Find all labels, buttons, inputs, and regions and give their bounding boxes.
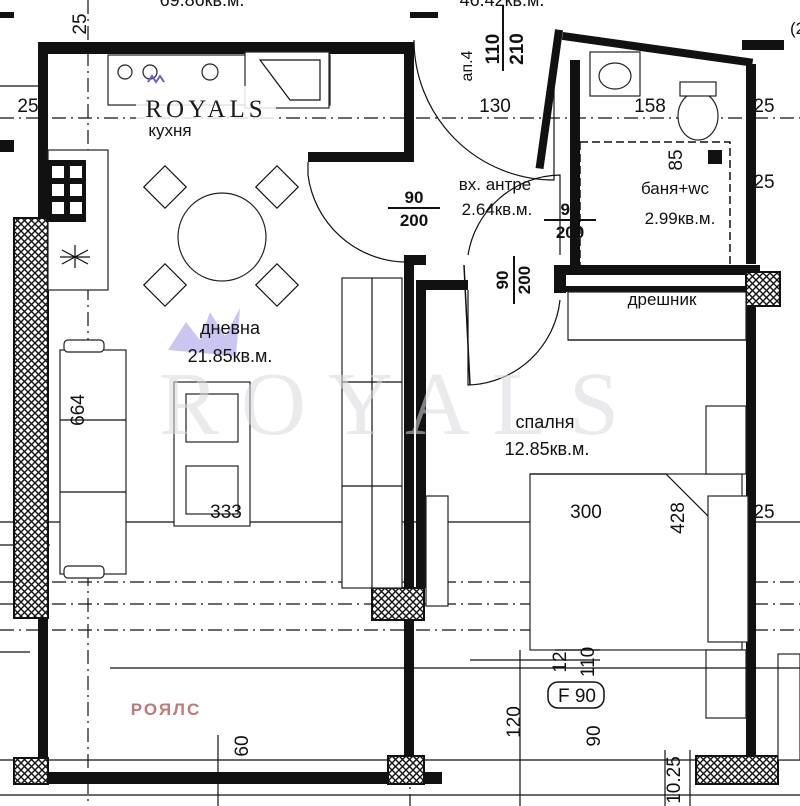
dining-table: [142, 164, 300, 308]
dim-25-right-1: 25: [753, 96, 774, 117]
logo-crown-icon: [136, 74, 276, 122]
neighbour-area-left: 69.86кв.м.: [160, 0, 245, 10]
dim-25-bottom-right: 25: [753, 502, 774, 523]
room-name-kitchen: кухня: [148, 121, 191, 140]
room-labels: кухня дневна 21.85кв.м. вх. антре 2.64кв…: [148, 121, 715, 459]
watermark: ROYALS: [159, 355, 641, 454]
corner-label: (2: [790, 19, 800, 38]
dim-12: 12: [550, 651, 571, 672]
dim-10-25: 10.25: [664, 756, 685, 804]
dim-158: 158: [634, 96, 666, 117]
crystal-icon: [168, 308, 240, 356]
dim-664: 664: [68, 394, 89, 426]
dim-428: 428: [668, 502, 689, 534]
window-marker: F 90: [547, 681, 605, 709]
svg-text:F 90: F 90: [558, 686, 596, 707]
dimension-labels: 25 25 130 158 25 25 85 664 333 300 428 2…: [17, 13, 774, 803]
room-area-bathroom: 2.99кв.м.: [645, 209, 716, 228]
dim-90: 90: [584, 725, 605, 746]
door-living-height: 200: [400, 211, 428, 230]
room-name-bedroom: спалня: [516, 412, 575, 432]
dim-333: 333: [210, 502, 242, 523]
dim-25-top-left: 25: [70, 13, 91, 34]
dim-130: 130: [479, 96, 511, 117]
door-closet-label: 90 200: [493, 256, 534, 304]
walls: [0, 12, 784, 785]
room-area-living: 21.85кв.м.: [188, 346, 273, 366]
dim-85: 85: [666, 149, 687, 170]
door-bath-height: 200: [556, 223, 584, 242]
svg-text:210: 210: [507, 33, 528, 65]
room-name-bathroom: баня+wc: [641, 179, 710, 198]
bathroom-fittings: [589, 51, 722, 164]
svg-text:110: 110: [483, 34, 504, 65]
dimension-markers: [0, 85, 800, 806]
apartment-number: ап.4: [459, 50, 476, 81]
door-living-width: 90: [405, 188, 424, 207]
logo-text: ROYALS: [145, 96, 266, 123]
door-main-label: 110 210: [483, 5, 528, 71]
bedroom-furniture: [425, 291, 800, 761]
stamp-text: РОЯЛС: [131, 700, 202, 719]
door-bath-width: 90: [561, 200, 580, 219]
dim-60: 60: [232, 735, 253, 756]
room-name-closet: дрешник: [628, 290, 697, 309]
svg-text:90: 90: [493, 271, 512, 290]
room-area-bedroom: 12.85кв.м.: [505, 439, 590, 459]
doors: [307, 39, 561, 386]
dim-25-right-2: 25: [753, 172, 774, 193]
room-name-living: дневна: [200, 318, 261, 338]
room-area-entrance: 2.64кв.м.: [462, 200, 533, 219]
door-labels: 110 210 90 200 90 200 90 200: [388, 5, 596, 304]
dim-25-left: 25: [17, 96, 38, 117]
living-furniture: [59, 277, 403, 589]
dim-120: 120: [504, 706, 525, 738]
room-name-entrance: вх. антре: [459, 175, 532, 194]
svg-text:200: 200: [515, 266, 534, 294]
brand-logo: ROYALS: [136, 74, 276, 123]
dim-300: 300: [570, 502, 602, 523]
dim-110: 110: [578, 647, 599, 677]
